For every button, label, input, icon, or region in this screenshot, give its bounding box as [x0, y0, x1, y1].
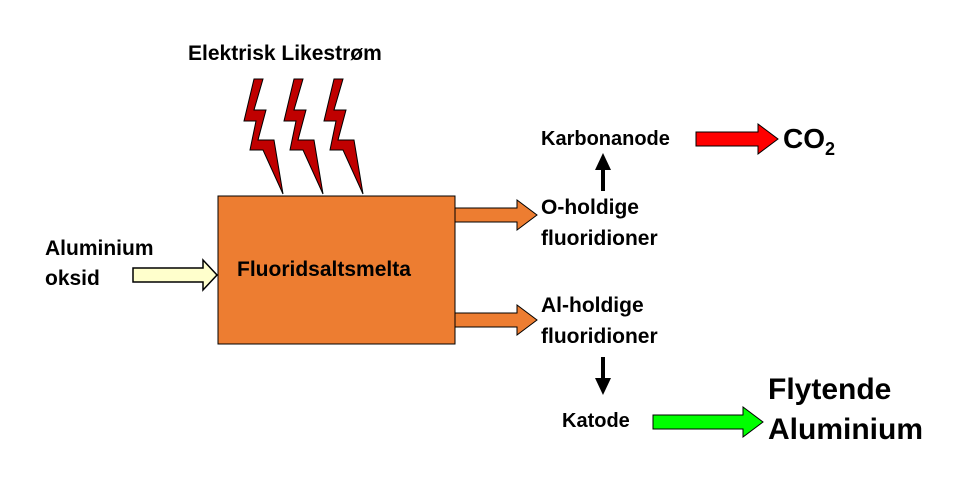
o-ions-label-line1: O-holdige	[541, 196, 639, 219]
aluminium-arrow	[652, 406, 764, 438]
product-label-line2: Aluminium	[768, 413, 923, 446]
product-label-line1: Flytende	[768, 373, 892, 406]
co2-label: CO2	[783, 122, 835, 159]
melt-box	[217, 195, 456, 345]
input-label-line1: Aluminium	[45, 237, 154, 260]
lightning-bolt-1	[243, 78, 284, 195]
co2-subscript: 2	[825, 139, 836, 159]
co2-main: CO	[783, 123, 825, 154]
lightning-bolt-2	[283, 78, 324, 195]
lightning-bolt-3	[323, 78, 364, 195]
input-label-line2: oksid	[45, 267, 100, 290]
power-label: Elektrisk Likestrøm	[188, 42, 382, 65]
anode-up-arrow-head	[595, 153, 611, 170]
input-arrow	[132, 258, 219, 292]
al-ions-label-line2: fluoridioner	[541, 325, 658, 348]
melt-label: Fluoridsaltsmelta	[237, 258, 411, 281]
anode-label: Karbonanode	[541, 128, 670, 150]
co2-arrow	[695, 123, 779, 155]
cathode-label: Katode	[562, 410, 630, 432]
al-ions-label-line1: Al-holdige	[541, 294, 644, 317]
al-ions-arrow	[454, 304, 538, 336]
cathode-down-arrow-head	[595, 378, 611, 395]
o-ions-arrow	[454, 199, 538, 231]
o-ions-label-line2: fluoridioner	[541, 227, 658, 250]
